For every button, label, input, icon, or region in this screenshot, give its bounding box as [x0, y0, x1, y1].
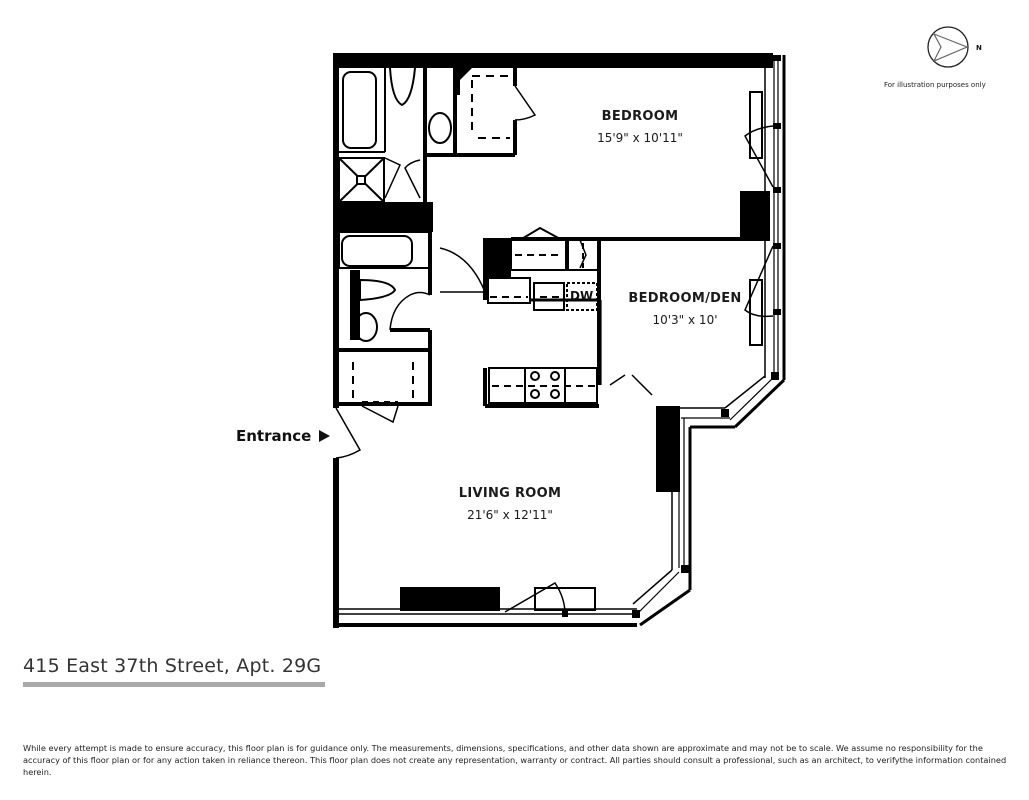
- room-bedroom-den: BEDROOM/DEN 10'3" x 10': [628, 291, 741, 327]
- address-underline: [23, 682, 325, 687]
- fixtures: [338, 62, 763, 611]
- room-dimensions: 21'6" x 12'11": [467, 508, 553, 522]
- floor-plan-drawing: [333, 53, 786, 628]
- entrance-label: Entrance: [236, 427, 312, 445]
- room-living-room: LIVING ROOM 21'6" x 12'11": [459, 486, 561, 522]
- room-bedroom: BEDROOM 15'9" x 10'11": [597, 109, 683, 145]
- room-name: LIVING ROOM: [458, 486, 562, 501]
- room-name: BEDROOM/DEN: [628, 291, 742, 306]
- door-swings: [335, 85, 774, 615]
- exterior-walls: [333, 53, 786, 628]
- illustration-note: For illustration purposes only: [884, 81, 986, 89]
- room-name: BEDROOM: [601, 109, 679, 124]
- room-dimensions: 15'9" x 10'11": [597, 131, 683, 145]
- room-dimensions: 10'3" x 10': [652, 313, 718, 327]
- north-arrow-icon: [927, 26, 969, 68]
- columns: [333, 191, 770, 611]
- entrance-marker: Entrance: [236, 427, 331, 445]
- compass-north-label: N: [976, 44, 982, 52]
- address-title: 415 East 37th Street, Apt. 29G: [23, 655, 322, 677]
- disclaimer-text: While every attempt is made to ensure ac…: [23, 743, 1007, 777]
- dishwasher-label: DW: [570, 289, 594, 303]
- entrance-arrow-icon: [319, 430, 331, 442]
